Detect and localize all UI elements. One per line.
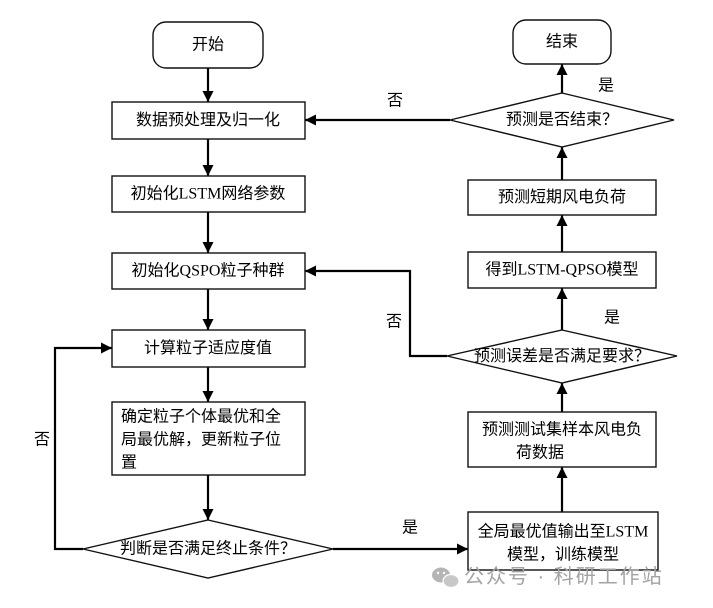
predict-test-line-1: 预测测试集样本风电负 [482, 421, 642, 439]
arrow-check-termination-no-loop [53, 342, 112, 551]
check-error-no-label: 否 [386, 314, 402, 331]
preprocess-label: 数据预处理及归一化 [136, 111, 280, 129]
update-best-line-1: 确定粒子个体最优和全 [121, 408, 281, 426]
node-init-qspo: 初始化QSPO粒子种群 [111, 252, 306, 290]
check-termination-no-label: 否 [34, 432, 50, 449]
check-error-yes-label: 是 [604, 310, 620, 327]
arrow-check-error-no-loop [305, 265, 447, 358]
check-error-label: 预测误差是否满足要求？ [474, 347, 650, 365]
init-lstm-box [111, 175, 306, 213]
edges [53, 64, 568, 555]
end-label: 结束 [546, 33, 578, 51]
node-update-best: 确定粒子个体最优和全 局最优解，更新粒子位 置 [111, 401, 306, 476]
compute-fitness-label: 计算粒子适应度值 [144, 338, 272, 357]
update-best-box [111, 401, 306, 476]
edge-labels: 否 是 否 是 否 是 [34, 78, 620, 537]
predict-test-box [467, 411, 657, 468]
end-terminal [512, 19, 612, 65]
start-label: 开始 [192, 36, 224, 54]
compute-fitness-box [111, 329, 306, 368]
node-start: 开始 [152, 21, 264, 69]
get-model-label: 得到LSTM-QPSO模型 [486, 261, 639, 279]
node-predict-short-term: 预测短期风电负荷 [467, 179, 657, 216]
node-end: 结束 [512, 19, 612, 65]
start-terminal [152, 21, 264, 69]
init-qspo-label: 初始化QSPO粒子种群 [132, 262, 285, 280]
watermark: 公众号 · 科研工作站 [432, 565, 664, 589]
node-output-to-lstm: 全局最优值输出至LSTM 模型，训练模型 [467, 511, 659, 571]
predict-test-line-2: 荷数据 [516, 444, 564, 462]
update-best-line-3: 置 [121, 455, 137, 472]
init-lstm-label: 初始化LSTM网络参数 [131, 184, 286, 203]
output-to-lstm-line-1: 全局最优值输出至LSTM [478, 523, 649, 541]
node-compute-fitness: 计算粒子适应度值 [111, 329, 306, 368]
predict-short-term-label: 预测短期风电负荷 [498, 188, 626, 206]
check-termination-yes-label: 是 [402, 520, 418, 537]
get-model-box [467, 251, 657, 289]
node-preprocess: 数据预处理及归一化 [111, 101, 306, 140]
node-check-end: 预测是否结束？ [449, 92, 675, 148]
predict-short-term-box [467, 179, 657, 216]
check-end-yes-label: 是 [598, 78, 614, 95]
wechat-icon [432, 567, 460, 589]
check-termination-label: 判断是否满足终止条件？ [120, 540, 296, 558]
node-get-model: 得到LSTM-QPSO模型 [467, 251, 657, 289]
node-init-lstm: 初始化LSTM网络参数 [111, 175, 306, 213]
node-predict-test: 预测测试集样本风电负 荷数据 [467, 411, 657, 468]
check-end-diamond [449, 92, 675, 148]
preprocess-box [111, 101, 306, 140]
node-check-termination: 判断是否满足终止条件？ [82, 519, 334, 579]
update-best-line-2: 局最优解，更新粒子位 [121, 431, 281, 449]
watermark-text: 公众号 · 科研工作站 [464, 565, 664, 588]
check-error-diamond [446, 329, 678, 384]
init-qspo-box [111, 252, 306, 290]
check-end-no-label: 否 [387, 93, 403, 110]
node-check-error: 预测误差是否满足要求？ [446, 329, 678, 384]
output-to-lstm-line-2: 模型，训练模型 [507, 546, 619, 564]
output-to-lstm-box [467, 511, 659, 571]
check-termination-diamond [82, 519, 334, 579]
check-end-label: 预测是否结束？ [506, 111, 618, 129]
